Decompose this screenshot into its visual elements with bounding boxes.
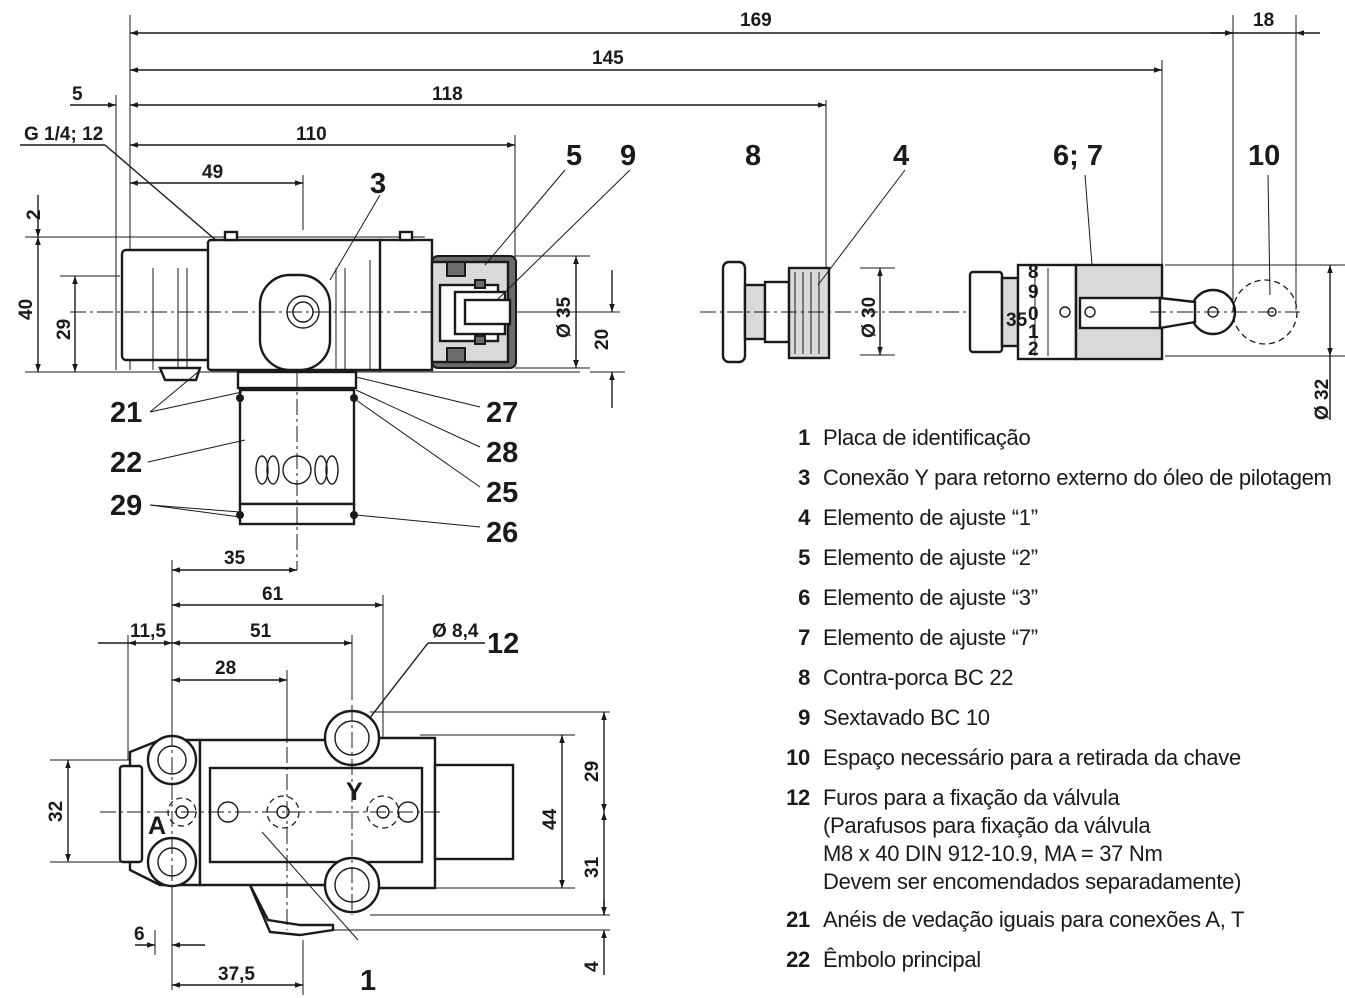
dim-29-bottom: 29 [582, 761, 603, 782]
legend-item: 3 Conexão Y para retorno externo do óleo … [770, 464, 1345, 492]
legend-num: 1 [798, 425, 810, 450]
callout-22: 22 [110, 447, 142, 479]
dim-28: 28 [215, 658, 236, 679]
legend-num: 5 [798, 545, 810, 570]
legend-text: Sextavado BC 10 [823, 705, 990, 730]
dim-44: 44 [540, 808, 561, 830]
callout-8: 8 [745, 140, 761, 172]
legend-num: 4 [798, 505, 810, 530]
dim-5: 5 [72, 84, 83, 105]
dim-40: 40 [16, 299, 37, 320]
legend-num: 9 [798, 705, 810, 730]
dim-145: 145 [592, 48, 624, 69]
dim-30-dia: Ø 30 [859, 297, 880, 338]
dim-35-dia: Ø 35 [554, 296, 575, 338]
adjust-element-4-side [700, 260, 1010, 364]
dim-51: 51 [250, 621, 272, 642]
legend-item: 4 Elemento de ajuste “1” [770, 504, 1345, 532]
dim-2: 2 [24, 209, 45, 220]
valve-top-view [70, 230, 620, 570]
port-y-label: Y [346, 778, 363, 806]
valve-bottom-view: A Y [100, 705, 515, 941]
legend-text: Elemento de ajuste “2” [823, 545, 1038, 570]
dim-49: 49 [202, 162, 223, 183]
legend-item: 7 Elemento de ajuste “7” [770, 624, 1345, 652]
legend-text: Êmbolo principal [823, 947, 981, 972]
dim-32: 32 [46, 801, 67, 822]
legend-item: 1 Placa de identificação [770, 424, 1345, 452]
legend-num: 3 [798, 465, 810, 490]
legend-text: Placa de identificação [823, 425, 1031, 450]
legend-num: 12 [786, 785, 810, 810]
callout-27: 27 [486, 397, 518, 429]
dim-11-5: 11,5 [130, 621, 166, 642]
callout-10: 10 [1248, 140, 1280, 172]
dim-8-4-dia: Ø 8,4 [432, 621, 479, 642]
dim-29-top: 29 [54, 319, 75, 340]
knob-scale-35: 35 [1006, 310, 1028, 331]
adjust-element-6-7-side: 8 9 0 1 2 35 [968, 262, 1300, 361]
dim-6: 6 [134, 924, 145, 945]
dim-g14: G 1/4; 12 [24, 124, 103, 145]
callout-21: 21 [110, 397, 142, 429]
callout-29: 29 [110, 490, 142, 522]
legend-num: 22 [786, 947, 810, 972]
legend-num: 7 [798, 625, 810, 650]
dim-35: 35 [224, 548, 246, 569]
callout-3: 3 [370, 168, 386, 200]
callout-6-7: 6; 7 [1053, 140, 1103, 172]
knob-scale-2: 2 [1028, 339, 1039, 360]
legend-text: Anéis de vedação iguais para conexões A,… [823, 907, 1245, 932]
knob-scale-0: 0 [1028, 304, 1039, 325]
legend-text: Conexão Y para retorno externo do óleo d… [823, 465, 1332, 490]
dim-31: 31 [582, 856, 603, 878]
top-view-dimension-texts: 169 18 145 5 118 110 G 1/4; 12 49 2 40 2… [16, 10, 1333, 420]
legend-item: 5 Elemento de ajuste “2” [770, 544, 1345, 572]
callout-12: 12 [487, 628, 519, 660]
dim-18: 18 [1253, 10, 1274, 31]
dim-169: 169 [740, 10, 772, 31]
callout-5: 5 [566, 140, 582, 172]
dim-4: 4 [582, 961, 603, 972]
legend-text: Espaço necessário para a retirada da cha… [823, 745, 1241, 770]
legend-item: 12 Furos para a fixação da válvula (Paraf… [770, 784, 1345, 896]
callout-25: 25 [486, 477, 518, 509]
parts-legend: 1 Placa de identificação 3 Conexão Y para … [770, 424, 1345, 986]
legend-text: Elemento de ajuste “3” [823, 585, 1038, 610]
legend-num: 6 [798, 585, 810, 610]
top-view-callouts: 3 5 9 8 4 6; 7 10 21 22 29 27 28 25 26 [110, 140, 1280, 549]
callout-28: 28 [486, 437, 518, 469]
legend-item: 8 Contra-porca BC 22 [770, 664, 1345, 692]
legend-num: 21 [786, 907, 810, 932]
legend-item: 10 Espaço necessário para a retirada da c… [770, 744, 1345, 772]
legend-item: 9 Sextavado BC 10 [770, 704, 1345, 732]
callout-1: 1 [360, 965, 376, 997]
callout-9: 9 [620, 140, 636, 172]
dim-61: 61 [262, 584, 284, 605]
knob-scale-8: 8 [1028, 262, 1039, 283]
legend-num: 10 [786, 745, 810, 770]
dim-37-5: 37,5 [218, 964, 255, 985]
legend-item: 22 Êmbolo principal [770, 946, 1345, 974]
knob-scale-1: 1 [1028, 322, 1039, 343]
legend-item: 6 Elemento de ajuste “3” [770, 584, 1345, 612]
legend-text: Elemento de ajuste “7” [823, 625, 1038, 650]
bottom-view-dimension-texts: 35 61 11,5 51 Ø 8,4 28 32 29 44 31 6 37,… [46, 548, 603, 997]
dim-32-dia: Ø 32 [1312, 379, 1333, 420]
callout-4: 4 [893, 140, 909, 172]
dim-110: 110 [296, 124, 327, 145]
knob-scale-9: 9 [1028, 282, 1039, 303]
legend-item: 21 Anéis de vedação iguais para conexões … [770, 906, 1345, 934]
callout-26: 26 [486, 517, 518, 549]
dim-20: 20 [592, 329, 613, 350]
legend-num: 8 [798, 665, 810, 690]
dim-118: 118 [432, 84, 463, 105]
legend-text: Furos para a fixação da válvula (Parafus… [823, 785, 1242, 894]
legend-text: Elemento de ajuste “1” [823, 505, 1038, 530]
legend-text: Contra-porca BC 22 [823, 665, 1014, 690]
port-a-label: A [148, 812, 166, 840]
